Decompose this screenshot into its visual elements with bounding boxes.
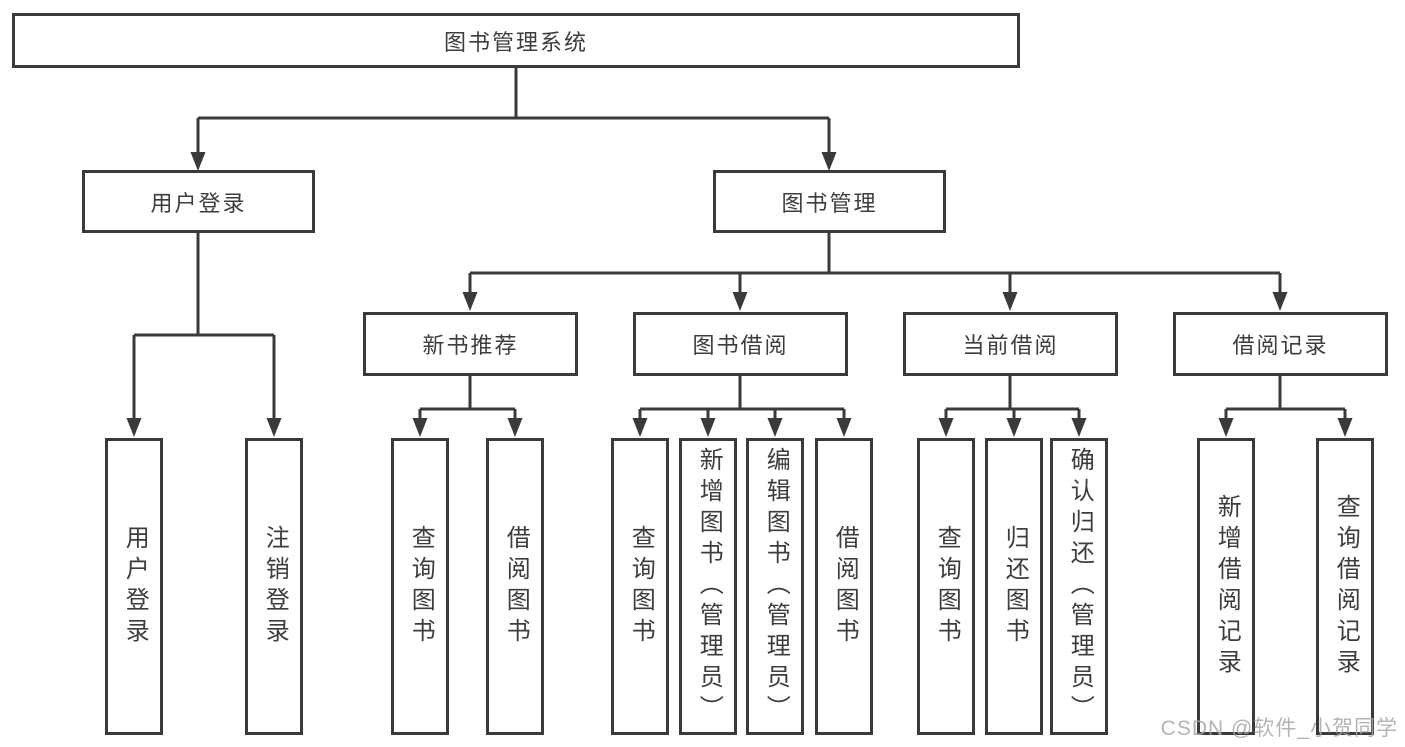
leaf-query-book-borrow: 查询图书	[611, 438, 669, 735]
connector-book-borrow-to-leaves	[632, 376, 852, 437]
csdn-watermark: CSDN @软件_小贺同学	[1160, 717, 1398, 740]
arrowhead	[732, 292, 748, 311]
node-book-management: 图书管理	[713, 170, 946, 233]
arrowhead	[1337, 418, 1353, 437]
leaf-query-book-newbook: 查询图书	[391, 438, 449, 735]
arrowhead	[836, 418, 852, 437]
arrowhead	[821, 152, 837, 171]
arrowhead	[1006, 418, 1022, 437]
node-new-book-recommend: 新书推荐	[363, 312, 578, 376]
node-borrow-record: 借阅记录	[1173, 312, 1388, 376]
connector-root-to-level1	[190, 68, 837, 171]
leaf-edit-book-admin: 编辑图书（管理员）	[746, 438, 804, 735]
leaf-confirm-return-admin: 确认归还（管理员）	[1050, 438, 1108, 735]
leaf-borrow-book-newbook: 借阅图书	[486, 438, 544, 735]
leaf-return-book: 归还图书	[985, 438, 1043, 735]
arrowhead	[126, 418, 142, 437]
arrowhead	[632, 418, 648, 437]
connector-current-borrow-to-leaves	[938, 376, 1087, 437]
leaf-add-book-admin: 新增图书（管理员）	[679, 438, 737, 735]
arrowhead	[1071, 418, 1087, 437]
arrowhead	[1002, 292, 1018, 311]
arrowhead	[507, 418, 523, 437]
arrowhead	[190, 152, 206, 171]
node-current-borrow: 当前借阅	[903, 312, 1118, 376]
connector-borrow-record-to-leaves	[1218, 376, 1353, 437]
arrowhead	[462, 292, 478, 311]
leaf-borrow-book: 借阅图书	[815, 438, 873, 735]
node-book-borrow: 图书借阅	[633, 312, 848, 376]
arrowhead	[266, 418, 282, 437]
leaf-query-borrow-record: 查询借阅记录	[1316, 438, 1374, 735]
leaf-add-borrow-record: 新增借阅记录	[1197, 438, 1255, 735]
node-root: 图书管理系统	[12, 13, 1020, 68]
connector-user-login-to-leaves	[126, 233, 282, 437]
leaf-user-login: 用户登录	[105, 438, 163, 735]
arrowhead	[700, 418, 716, 437]
leaf-query-book-current: 查询图书	[917, 438, 975, 735]
arrowhead	[938, 418, 954, 437]
connector-book-mgmt-to-level2	[462, 233, 1288, 311]
arrowhead	[1272, 292, 1288, 311]
arrowhead	[1218, 418, 1234, 437]
node-user-login: 用户登录	[82, 170, 315, 233]
connector-new-book-to-leaves	[412, 376, 523, 437]
arrowhead	[412, 418, 428, 437]
leaf-logout: 注销登录	[245, 438, 303, 735]
arrowhead	[767, 418, 783, 437]
